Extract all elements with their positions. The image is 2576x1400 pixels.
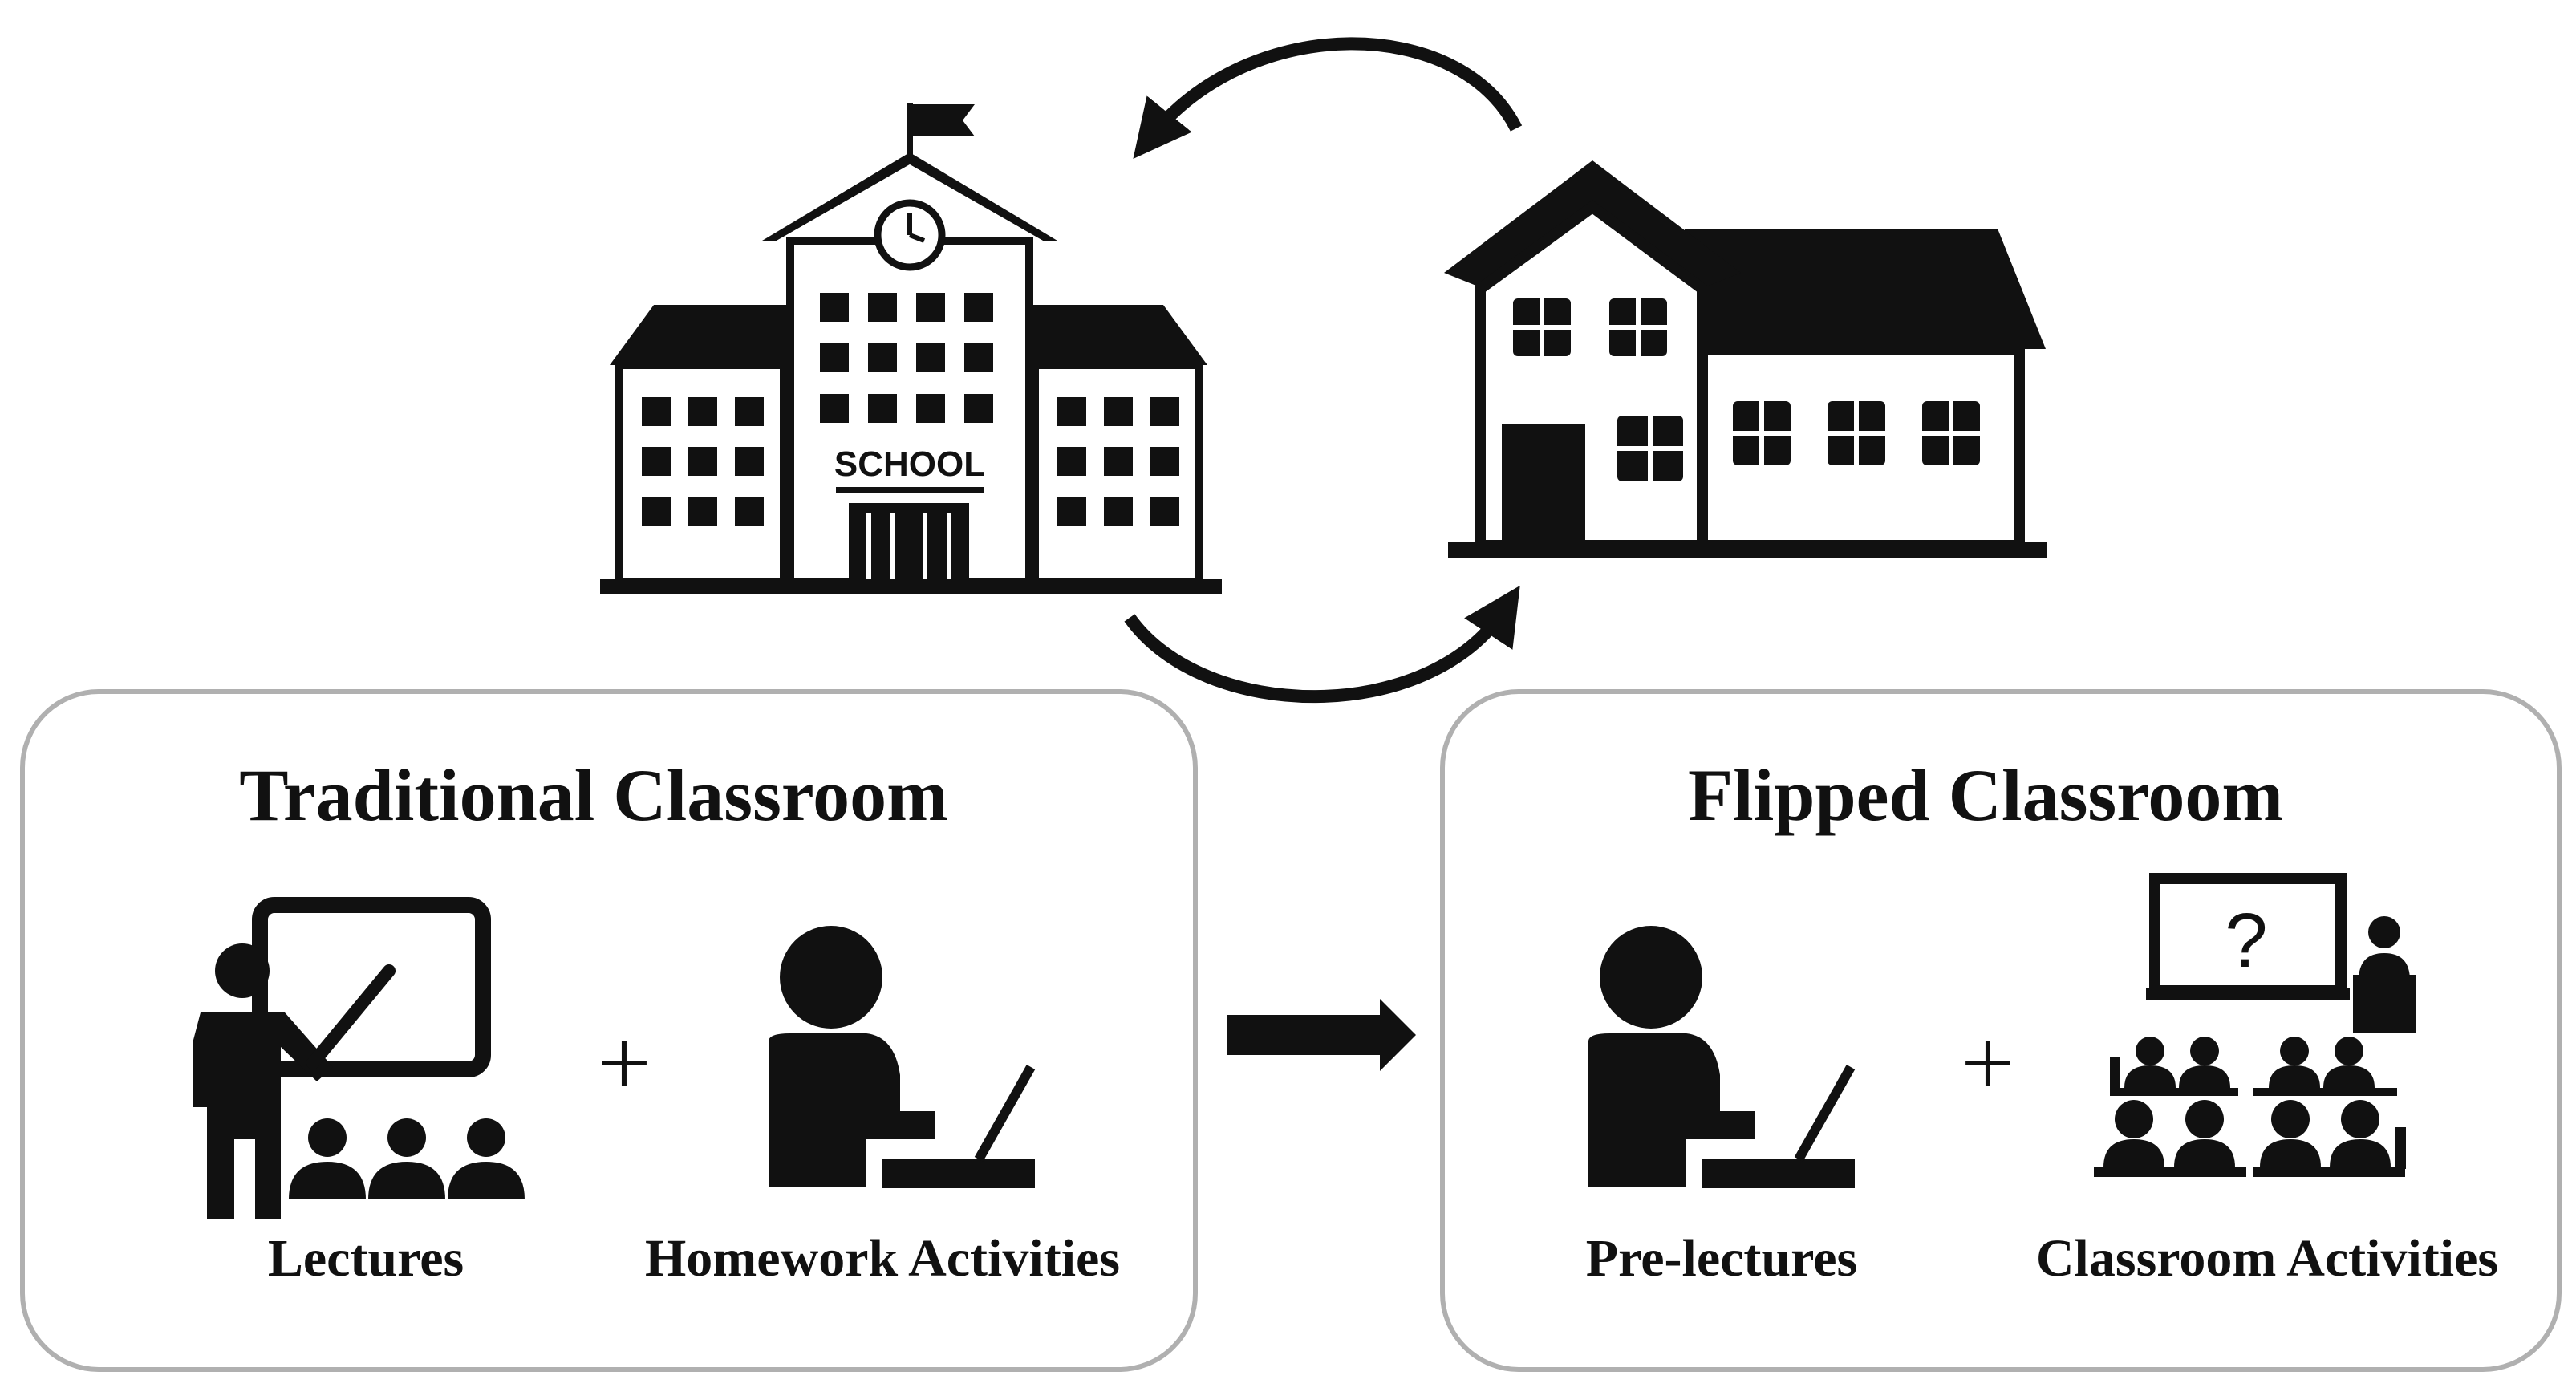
house-icon: [1444, 160, 2047, 558]
flipped-classroom-panel: Flipped Classroom + ?: [1440, 689, 2562, 1372]
student-at-laptop-icon: [769, 926, 1036, 1188]
caption-homework-activities: Homework Activities: [645, 1229, 1120, 1288]
plus-sign: +: [597, 1009, 651, 1116]
panel-title: Traditional Classroom: [239, 754, 947, 836]
caption-lectures: Lectures: [268, 1229, 464, 1288]
traditional-classroom-panel: Traditional Classroom + Lectures Homewor…: [20, 689, 1198, 1372]
panel-title: Flipped Classroom: [1688, 754, 2283, 836]
cycle-arrow-icon: [1124, 37, 1523, 704]
right-arrow-icon: [1227, 999, 1416, 1071]
caption-classroom-activities: Classroom Activities: [2036, 1229, 2498, 1288]
caption-pre-lectures: Pre-lectures: [1586, 1229, 1857, 1288]
board-question-mark: ?: [2225, 898, 2267, 984]
school-building-icon: SCHOOL: [600, 103, 1222, 594]
student-at-laptop-icon: [1588, 926, 1856, 1188]
classroom-audience-icon: ?: [2094, 873, 2416, 1177]
teacher-at-whiteboard-icon: [193, 897, 525, 1219]
school-sign: SCHOOL: [834, 444, 985, 484]
plus-sign: +: [1961, 1009, 2015, 1116]
